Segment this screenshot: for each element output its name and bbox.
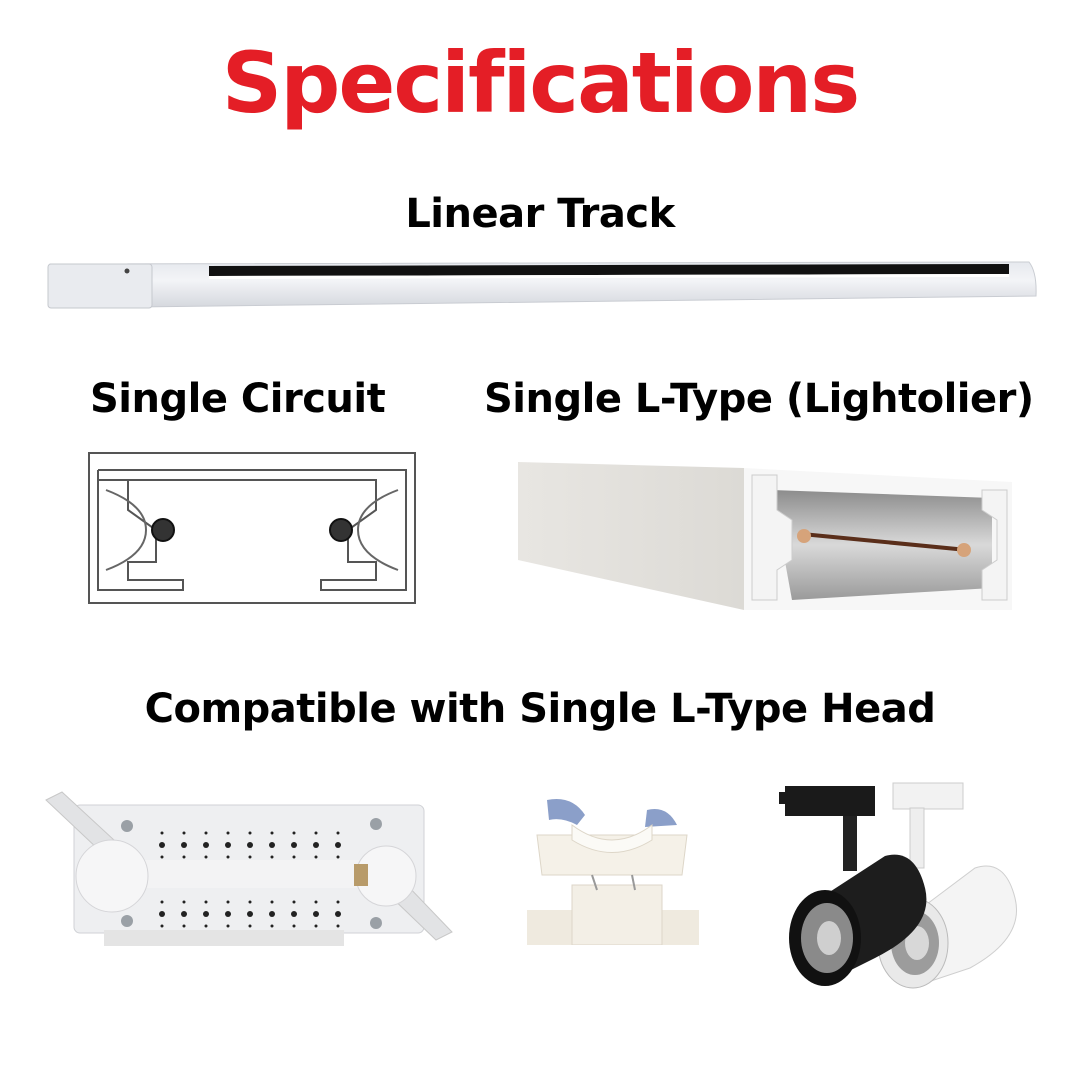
linear-track-heading: Linear Track: [405, 191, 675, 237]
linear-track-image: [44, 252, 1039, 312]
single-circuit-heading: Single Circuit: [90, 376, 386, 422]
spotlights-image: [775, 778, 1045, 998]
single-ltype-heading: Single L-Type (Lightolier): [484, 376, 1034, 422]
single-circuit-diagram: [86, 450, 421, 610]
ltype-track-image: [512, 460, 1017, 620]
page-title: Specifications: [221, 34, 860, 132]
adapter-image: [44, 790, 454, 950]
compatible-heading: Compatible with Single L-Type Head: [144, 686, 936, 732]
adapter-closeup-image: [517, 795, 699, 945]
